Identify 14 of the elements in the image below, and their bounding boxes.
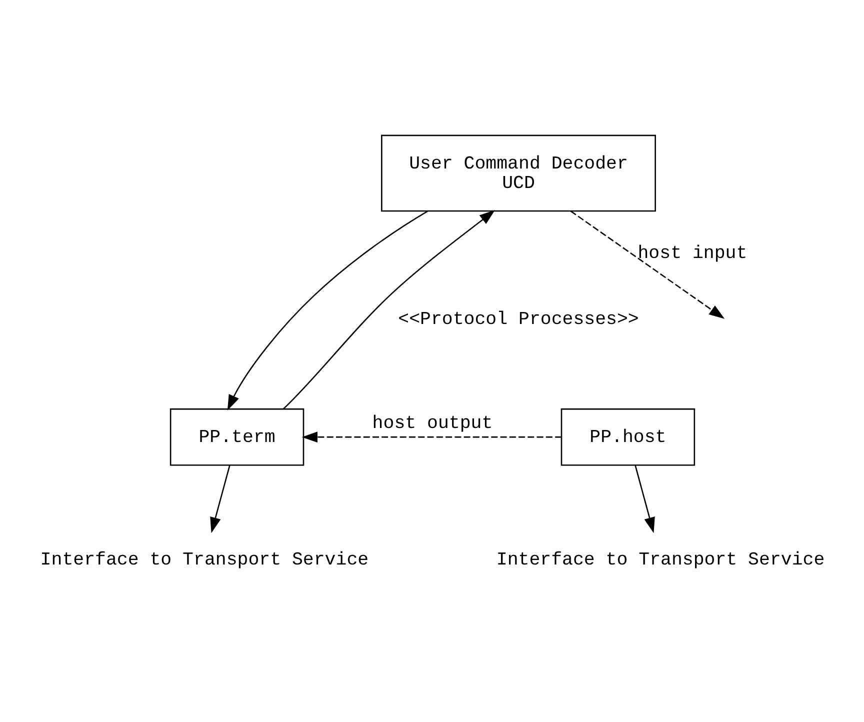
- node-box: User Command Decoder UCD: [380, 134, 656, 212]
- label: <<Protocol Processes>>: [398, 309, 638, 330]
- node-box: PP.host: [560, 408, 695, 466]
- arrow: [210, 464, 230, 533]
- node-text: Interface to Transport Service: [40, 550, 368, 570]
- arrow: [282, 210, 495, 409]
- arrow: [301, 431, 561, 442]
- node-text: Interface to Transport Service: [496, 550, 824, 570]
- arrow: [634, 464, 654, 533]
- arrow: [570, 210, 724, 318]
- node-box: PP.term: [169, 408, 304, 466]
- edge-label: host output: [372, 414, 492, 434]
- edge-label: host input: [637, 244, 747, 264]
- arrow: [226, 210, 428, 410]
